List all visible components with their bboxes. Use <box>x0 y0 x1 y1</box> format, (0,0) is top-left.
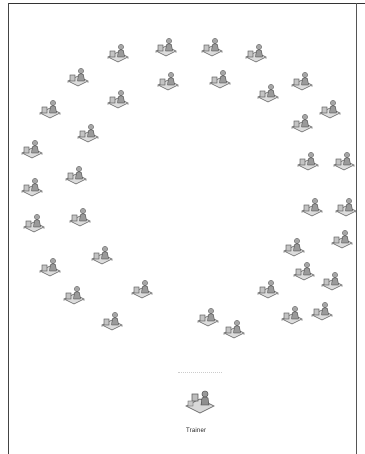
trainee-workstation-icon <box>76 122 100 144</box>
trainee-workstation-icon <box>256 82 280 104</box>
trainee-workstation-icon <box>208 68 232 90</box>
trainee-workstation-icon <box>318 98 342 120</box>
trainee-workstation-icon <box>62 284 86 306</box>
trainee-workstation-icon <box>310 300 334 322</box>
trainee-workstation-icon <box>20 176 44 198</box>
frame-right-border <box>356 3 357 454</box>
trainee-workstation-icon <box>296 150 320 172</box>
trainee-workstation-icon <box>22 212 46 234</box>
trainee-workstation-icon <box>196 306 220 328</box>
frame-top-border <box>8 3 365 4</box>
trainee-workstation-icon <box>100 310 124 332</box>
trainee-workstation-icon <box>282 236 306 258</box>
frame-left-border <box>8 3 9 454</box>
trainee-workstation-icon <box>334 196 358 218</box>
trainee-workstation-icon <box>290 112 314 134</box>
trainee-workstation-icon <box>280 304 304 326</box>
trainee-workstation-icon <box>292 260 316 282</box>
trainee-workstation-icon <box>106 88 130 110</box>
trainee-workstation-icon <box>68 206 92 228</box>
trainee-workstation-icon <box>244 42 268 64</box>
trainer-workstation-icon <box>183 388 217 414</box>
trainee-workstation-icon <box>154 36 178 58</box>
trainee-workstation-icon <box>300 196 324 218</box>
trainee-workstation-icon <box>90 244 114 266</box>
trainee-workstation-icon <box>256 278 280 300</box>
trainee-workstation-icon <box>38 256 62 278</box>
trainee-workstation-icon <box>66 66 90 88</box>
trainee-workstation-icon <box>320 270 344 292</box>
trainee-workstation-icon <box>106 42 130 64</box>
trainee-workstation-icon <box>38 98 62 120</box>
trainee-workstation-icon <box>332 150 356 172</box>
trainer-label: Trainer <box>186 428 206 434</box>
trainee-workstation-icon <box>290 70 314 92</box>
trainee-workstation-icon <box>130 278 154 300</box>
trainee-workstation-icon <box>330 228 354 250</box>
trainee-workstation-icon <box>200 36 224 58</box>
trainer-divider <box>178 372 222 373</box>
trainee-workstation-icon <box>20 138 44 160</box>
trainee-workstation-icon <box>222 318 246 340</box>
trainee-workstation-icon <box>64 164 88 186</box>
trainee-workstation-icon <box>156 70 180 92</box>
